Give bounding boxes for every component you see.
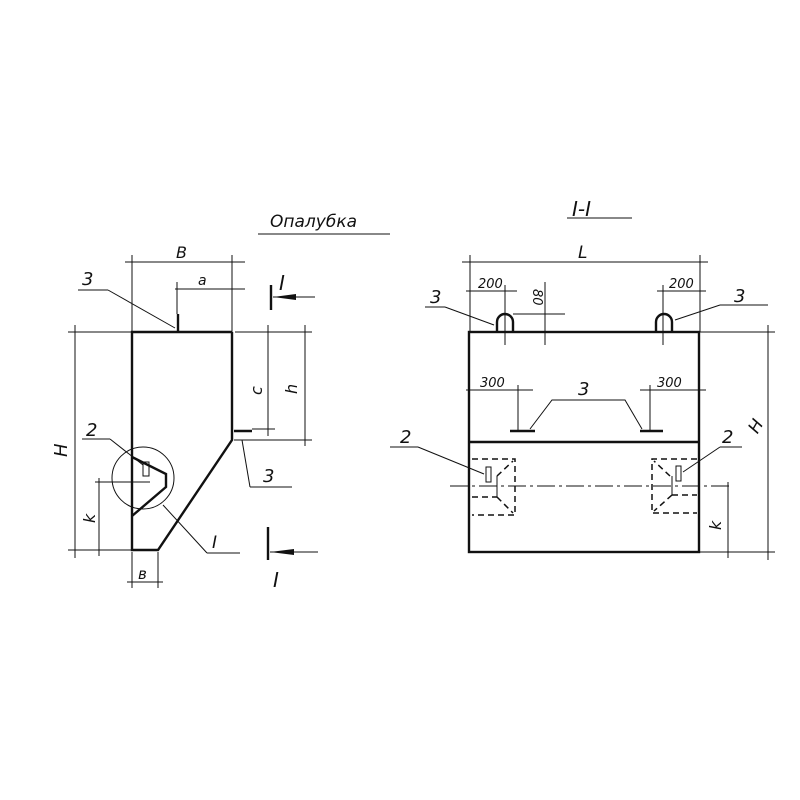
- callout-2-right: 2: [722, 427, 733, 448]
- callout-2: 2: [86, 420, 97, 441]
- embedded-pin-left: [485, 466, 492, 483]
- dim-k-section: k: [706, 520, 725, 530]
- dim-L-label: L: [578, 243, 587, 263]
- callout-2-left: 2: [400, 427, 411, 448]
- section-title: I-I: [572, 197, 591, 221]
- dim-H-section: H: [745, 416, 769, 437]
- section-mark-top-label: I: [279, 271, 285, 295]
- dim-200-right: 200: [669, 277, 694, 292]
- embedded-pin-right: [675, 465, 682, 482]
- drawing-title: Опалубка: [270, 212, 357, 232]
- section-mark-bottom-label: I: [273, 568, 279, 592]
- dim-c-label: c: [247, 386, 266, 395]
- dim-B-label: B: [176, 243, 187, 262]
- callout-3-top: 3: [82, 269, 93, 290]
- dim-h-label: h: [282, 384, 301, 394]
- callout-3-right: 3: [734, 286, 745, 307]
- dim-a-label: a: [198, 273, 207, 289]
- section-mark-top: I: [269, 271, 315, 310]
- detail-I-label: I: [212, 533, 217, 553]
- dim-300-right: 300: [657, 376, 682, 391]
- callout-3-left: 3: [430, 287, 441, 308]
- side-view: B a 3 H k 2 I в: [51, 243, 318, 592]
- dim-300-left: 300: [480, 376, 505, 391]
- side-view-outline: [130, 330, 234, 552]
- section-mark-bottom: I: [266, 527, 318, 592]
- lifting-loop-right: [654, 312, 674, 332]
- dim-200-left: 200: [478, 277, 503, 292]
- dim-H-label: H: [51, 443, 72, 457]
- callout-3-middle: 3: [578, 379, 589, 400]
- embedded-part-right: [651, 458, 697, 514]
- detail-I-circle: [111, 446, 175, 510]
- dim-b-label: в: [138, 565, 147, 583]
- section-view: I-I L 200 200 80 3 3 300: [390, 197, 775, 560]
- callout-3-side: 3: [263, 466, 274, 487]
- dim-k-label: k: [80, 513, 99, 523]
- dim-80-label: 80: [529, 289, 544, 306]
- embedded-part-left: [472, 458, 516, 516]
- embedded-pin-side: [142, 461, 150, 477]
